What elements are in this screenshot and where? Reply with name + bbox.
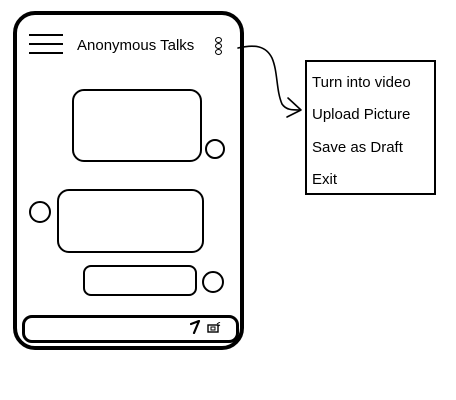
avatar[interactable] [205,139,225,159]
post-card[interactable] [57,189,204,253]
dot [215,49,222,55]
hamburger-line [29,43,63,45]
hamburger-line [29,52,63,54]
menu-item-upload-picture[interactable]: Upload Picture [312,106,411,123]
post-card[interactable] [72,89,202,162]
menu-item-turn-into-video[interactable]: Turn into video [312,74,411,91]
bottom-bar [22,315,239,343]
app-title: Anonymous Talks [77,37,195,54]
avatar[interactable] [202,271,224,293]
camera-icon[interactable] [207,322,221,334]
post-card[interactable] [83,265,197,296]
vertical-dots-icon[interactable] [214,37,224,57]
hamburger-menu-icon[interactable] [29,34,63,54]
dot [215,37,222,43]
avatar[interactable] [29,201,51,223]
dot [215,43,222,49]
pen-icon[interactable] [190,320,202,334]
dropdown-menu: Turn into video Upload Picture Save as D… [305,60,436,195]
menu-item-save-as-draft[interactable]: Save as Draft [312,139,403,156]
hamburger-line [29,34,63,36]
phone-frame: Anonymous Talks [13,11,244,350]
menu-item-exit[interactable]: Exit [312,171,338,188]
